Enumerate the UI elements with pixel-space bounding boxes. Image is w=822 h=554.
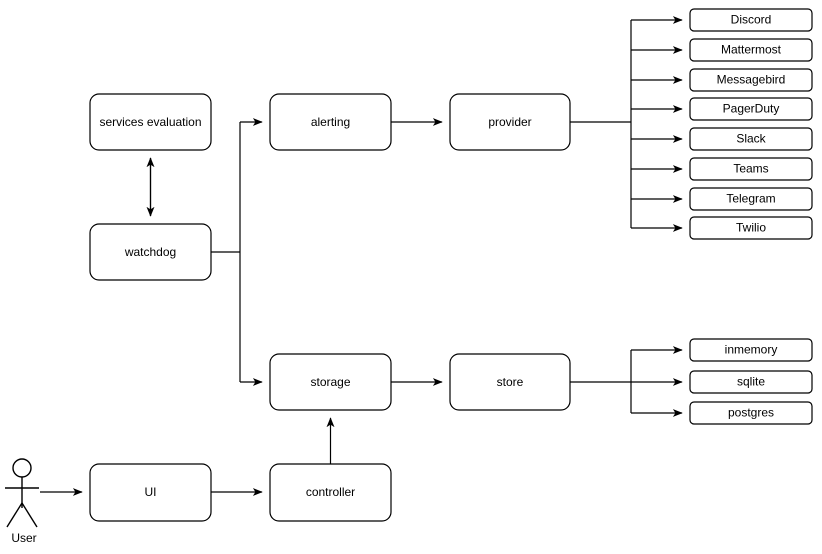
provider-leaf-discord-label: Discord — [731, 13, 772, 27]
node-storage-label: storage — [310, 375, 350, 389]
node-services-evaluation-shape[interactable] — [89, 93, 212, 151]
provider-leaf-mattermost-shape[interactable] — [689, 38, 813, 62]
provider-leaf-messagebird-label: Messagebird — [717, 73, 786, 87]
node-alerting-shape[interactable] — [269, 93, 392, 151]
edge-group — [40, 16, 683, 496]
actor-right-leg-icon — [21, 502, 38, 528]
store-leaf-sqlite-shape[interactable] — [689, 370, 813, 394]
provider-leaf-pagerduty-shape[interactable] — [689, 97, 813, 121]
node-controller-label: controller — [306, 485, 355, 499]
node-services-evaluation[interactable]: services evaluation — [89, 93, 212, 151]
node-services-evaluation-label: services evaluation — [99, 115, 201, 129]
node-watchdog-label: watchdog — [124, 245, 176, 259]
provider-leaf-slack-label: Slack — [736, 132, 766, 146]
store-leaf-inmemory-label: inmemory — [725, 343, 778, 357]
actor-user-label: User — [11, 531, 36, 545]
node-alerting-label: alerting — [311, 115, 350, 129]
provider-leaf-slack[interactable]: Slack — [689, 127, 813, 151]
node-store[interactable]: store — [449, 353, 571, 411]
provider-leaf-messagebird-shape[interactable] — [689, 68, 813, 92]
node-watchdog[interactable]: watchdog — [89, 223, 212, 281]
provider-leaf-pagerduty-label: PagerDuty — [723, 102, 780, 116]
node-storage[interactable]: storage — [269, 353, 392, 411]
actor-left-leg-icon — [6, 502, 23, 528]
store-fanout-branches — [631, 346, 683, 417]
store-leaf-sqlite-label: sqlite — [737, 375, 765, 389]
node-provider-shape[interactable] — [449, 93, 571, 151]
provider-leaf-discord[interactable]: Discord — [689, 8, 813, 32]
provider-leaf-teams[interactable]: Teams — [689, 157, 813, 181]
provider-leaf-telegram[interactable]: Telegram — [689, 187, 813, 211]
node-storage-shape[interactable] — [269, 353, 392, 411]
actor-user[interactable]: User — [5, 458, 39, 545]
node-controller[interactable]: controller — [269, 463, 392, 522]
provider-leaf-teams-shape[interactable] — [689, 157, 813, 181]
node-ui-shape[interactable] — [89, 463, 212, 522]
provider-leaf-mattermost[interactable]: Mattermost — [689, 38, 813, 62]
provider-leaf-twilio-shape[interactable] — [689, 216, 813, 240]
node-ui[interactable]: UI — [89, 463, 212, 522]
node-provider[interactable]: provider — [449, 93, 571, 151]
store-leaf-postgres-label: postgres — [728, 406, 774, 420]
provider-leaf-telegram-shape[interactable] — [689, 187, 813, 211]
actor-head-icon — [12, 458, 32, 478]
node-store-label: store — [497, 375, 524, 389]
store-leaf-postgres[interactable]: postgres — [689, 401, 813, 425]
store-leaf-inmemory-shape[interactable] — [689, 338, 813, 362]
node-controller-shape[interactable] — [269, 463, 392, 522]
node-ui-label: UI — [145, 485, 157, 499]
provider-leaf-twilio-label: Twilio — [736, 221, 766, 235]
node-provider-label: provider — [488, 115, 531, 129]
provider-leaf-slack-shape[interactable] — [689, 127, 813, 151]
provider-leaf-discord-shape[interactable] — [689, 8, 813, 32]
provider-leaf-pagerduty[interactable]: PagerDuty — [689, 97, 813, 121]
node-alerting[interactable]: alerting — [269, 93, 392, 151]
store-leaf-sqlite[interactable]: sqlite — [689, 370, 813, 394]
store-leaf-postgres-shape[interactable] — [689, 401, 813, 425]
node-watchdog-shape[interactable] — [89, 223, 212, 281]
provider-leaf-telegram-label: Telegram — [726, 192, 775, 206]
provider-leaf-messagebird[interactable]: Messagebird — [689, 68, 813, 92]
provider-leaf-twilio[interactable]: Twilio — [689, 216, 813, 240]
provider-leaf-teams-label: Teams — [733, 162, 768, 176]
provider-leaf-mattermost-label: Mattermost — [721, 43, 782, 57]
provider-fanout-branches — [631, 16, 683, 232]
store-leaf-inmemory[interactable]: inmemory — [689, 338, 813, 362]
node-store-shape[interactable] — [449, 353, 571, 411]
